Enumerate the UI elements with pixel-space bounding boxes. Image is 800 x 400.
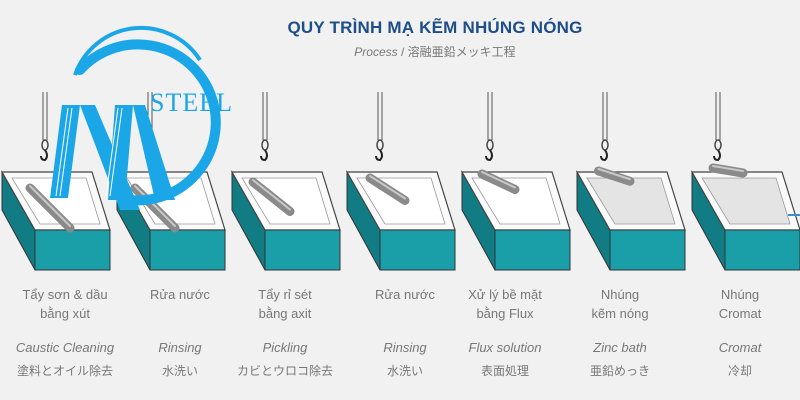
logo-stripe [55, 107, 69, 197]
pipe-highlight [712, 165, 744, 172]
tank-front [149, 229, 226, 271]
step-label-ja: 塗料とオイル除去 [16, 364, 113, 378]
page-title: QUY TRÌNH MẠ KẼM NHÚNG NÓNG [287, 18, 583, 37]
step-label-ja: 表面処理 [480, 364, 529, 378]
tank [460, 92, 571, 271]
step-label-en: Rinsing [158, 340, 202, 355]
step-label-en: Cromat [718, 340, 762, 355]
step-vi-line1: Xử lý bề mặt [468, 287, 542, 302]
tank-liquid [701, 177, 791, 225]
hook-ring [601, 139, 609, 151]
tank-front [724, 229, 800, 271]
step-label-en: Zinc bath [593, 340, 647, 355]
steel-pipe [25, 183, 75, 233]
step-label-vi: Nhúng kẽm nóng [555, 285, 685, 325]
hook-ring [261, 139, 269, 151]
step-label-en: Caustic Cleaning [15, 340, 115, 355]
step-label-vi: Xử lý bề mặt bằng Flux [440, 285, 570, 325]
tank-front [494, 229, 571, 271]
step-label-ja: カビとウロコ除去 [236, 364, 333, 378]
steel-pipe [594, 166, 635, 186]
step-vi-line1: Nhúng [720, 287, 760, 302]
hook-icon [485, 149, 493, 162]
step-label-vi: Rửa nước [115, 285, 245, 325]
tank-front [609, 229, 686, 271]
step-vi-line2: bằng xút [40, 306, 90, 321]
step-label-vi: Tẩy sơn & dầu bằng xút [0, 285, 130, 325]
subtitle-ja: 溶融亜鉛メッキ工程 [407, 45, 516, 59]
tank-front [379, 229, 456, 271]
page-subtitle: Process / 溶融亜鉛メッキ工程 [0, 43, 800, 60]
hook-ring [486, 139, 494, 151]
steel-pipe [477, 169, 520, 194]
logo-stripe [109, 107, 123, 197]
step-label-ja: 亜鉛めっき [589, 364, 650, 378]
steel-pipe [365, 173, 410, 205]
step-label-vi: Tẩy rỉ sét bằng axit [220, 285, 350, 325]
logo-stripe [105, 107, 119, 197]
hook-icon [713, 149, 721, 162]
step-label-vi: Rửa nước [340, 285, 470, 325]
subtitle-en: Process [354, 45, 398, 59]
step-label-en: Rinsing [383, 340, 427, 355]
tank-front [264, 229, 341, 271]
step-label-ja: 冷却 [727, 364, 752, 378]
pipe-highlight [369, 175, 406, 200]
hook-ring [714, 139, 722, 151]
steel-pipe [130, 183, 180, 233]
tank [0, 92, 111, 271]
pipe-highlight [481, 171, 516, 189]
hook-icon [40, 149, 48, 162]
step-vi-line2: kẽm nóng [591, 306, 649, 321]
step-vi-line1: Nhúng [600, 287, 640, 302]
tank [345, 92, 456, 271]
step-label-ja: 水洗い [161, 364, 198, 378]
tank [115, 92, 226, 271]
logo-m-stroke [133, 105, 175, 200]
hook-icon [375, 149, 383, 162]
logo-m-stroke [50, 105, 80, 198]
logo-arc [75, 39, 221, 206]
pipe-highlight [597, 168, 631, 181]
step-vi-line2: bằng Flux [476, 306, 534, 321]
step-vi-line2: bằng axit [258, 306, 312, 321]
tank [230, 92, 341, 271]
pipe-highlight [134, 185, 176, 227]
tank-liquid [586, 177, 676, 225]
step-vi-line1: Rửa nước [150, 287, 210, 302]
step-vi-line1: Tẩy sơn & dầu [22, 287, 108, 302]
pipe-highlight [29, 185, 71, 227]
step-label-ja: 水洗い [386, 364, 423, 378]
hook-ring [376, 139, 384, 151]
steel-pipe [708, 163, 748, 178]
step-label-en: Pickling [262, 340, 308, 355]
step-vi-line2: Cromat [718, 306, 762, 321]
hook-ring [41, 139, 49, 151]
hook-icon [260, 149, 268, 162]
step-label-en: Flux solution [468, 340, 542, 355]
tank-front [34, 229, 111, 271]
logo-stripe [59, 107, 73, 197]
logo-m-stroke [108, 105, 133, 200]
logo-text: STEEL [150, 88, 233, 117]
hook-icon [600, 149, 608, 162]
tank-liquid [471, 177, 561, 225]
tank-liquid [126, 177, 216, 225]
tank [575, 92, 686, 271]
logo-arc-thin [73, 25, 202, 76]
logo [50, 25, 221, 210]
subtitle-separator: / [397, 45, 408, 59]
step-vi-line1: Tẩy rỉ sét [258, 287, 312, 302]
step-vi-line1: Rửa nước [375, 287, 435, 302]
steel-pipe [248, 177, 295, 216]
tank [690, 92, 800, 271]
pipe-highlight [252, 179, 291, 211]
